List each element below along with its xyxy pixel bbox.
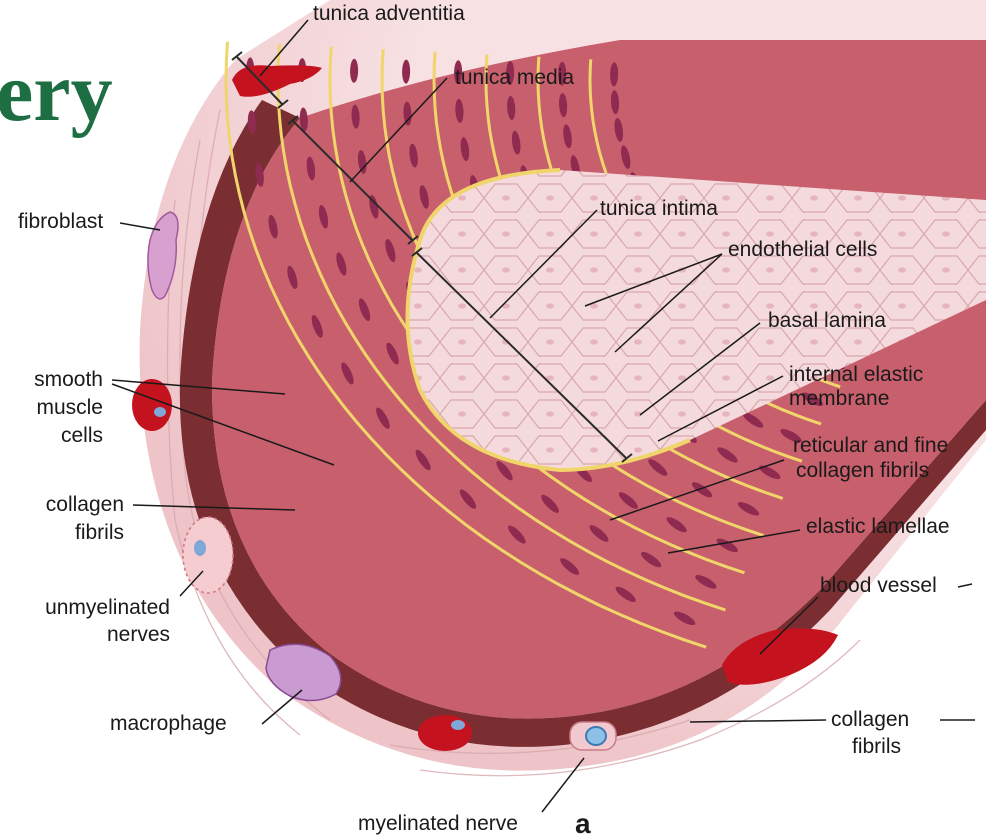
label-unmyelinated-nerves-2: nerves (10, 623, 170, 647)
unmyelinated-nerve-cell (183, 517, 233, 593)
label-tunica-media: tunica media (455, 66, 574, 90)
label-blood-vessel: blood vessel (820, 574, 937, 598)
label-myelinated-nerve: myelinated nerve (358, 812, 518, 836)
label-smooth-muscle-cells-1: smooth (10, 368, 103, 392)
label-reticular-collagen-2: collagen fibrils (796, 459, 929, 483)
label-basal-lamina: basal lamina (768, 309, 886, 333)
label-tunica-adventitia: tunica adventitia (313, 2, 465, 26)
label-fibroblast: fibroblast (18, 210, 103, 234)
label-smooth-muscle-cells-3: cells (10, 424, 103, 448)
label-macrophage: macrophage (110, 712, 227, 736)
label-unmyelinated-nerves-1: unmyelinated (10, 596, 170, 620)
myelinated-nerve-myelin (586, 727, 606, 745)
label-tunica-intima: tunica intima (600, 197, 718, 221)
label-reticular-collagen-1: reticular and fine (793, 434, 948, 458)
page-title-fragment: ery (0, 48, 113, 138)
label-elastic-lamellae: elastic lamellae (806, 515, 950, 539)
label-collagen-fibrils-right-2: fibrils (852, 735, 901, 759)
label-internal-elastic-membrane-2: membrane (789, 387, 889, 411)
label-endothelial-cells: endothelial cells (728, 238, 877, 262)
unmyelinated-nerve-axon (194, 540, 206, 556)
label-smooth-muscle-cells-2: muscle (10, 396, 103, 420)
blood-vessel-left (132, 379, 172, 431)
blood-vessel-left-nucleus (154, 407, 166, 417)
label-collagen-fibrils-left-1: collagen (10, 493, 124, 517)
label-internal-elastic-membrane-1: internal elastic (789, 363, 923, 387)
panel-letter: a (575, 808, 591, 840)
label-collagen-fibrils-left-2: fibrils (10, 521, 124, 545)
label-collagen-fibrils-right-1: collagen (831, 708, 909, 732)
blood-vessel-bottom (418, 715, 472, 751)
blood-vessel-bottom-nucleus (451, 720, 465, 730)
